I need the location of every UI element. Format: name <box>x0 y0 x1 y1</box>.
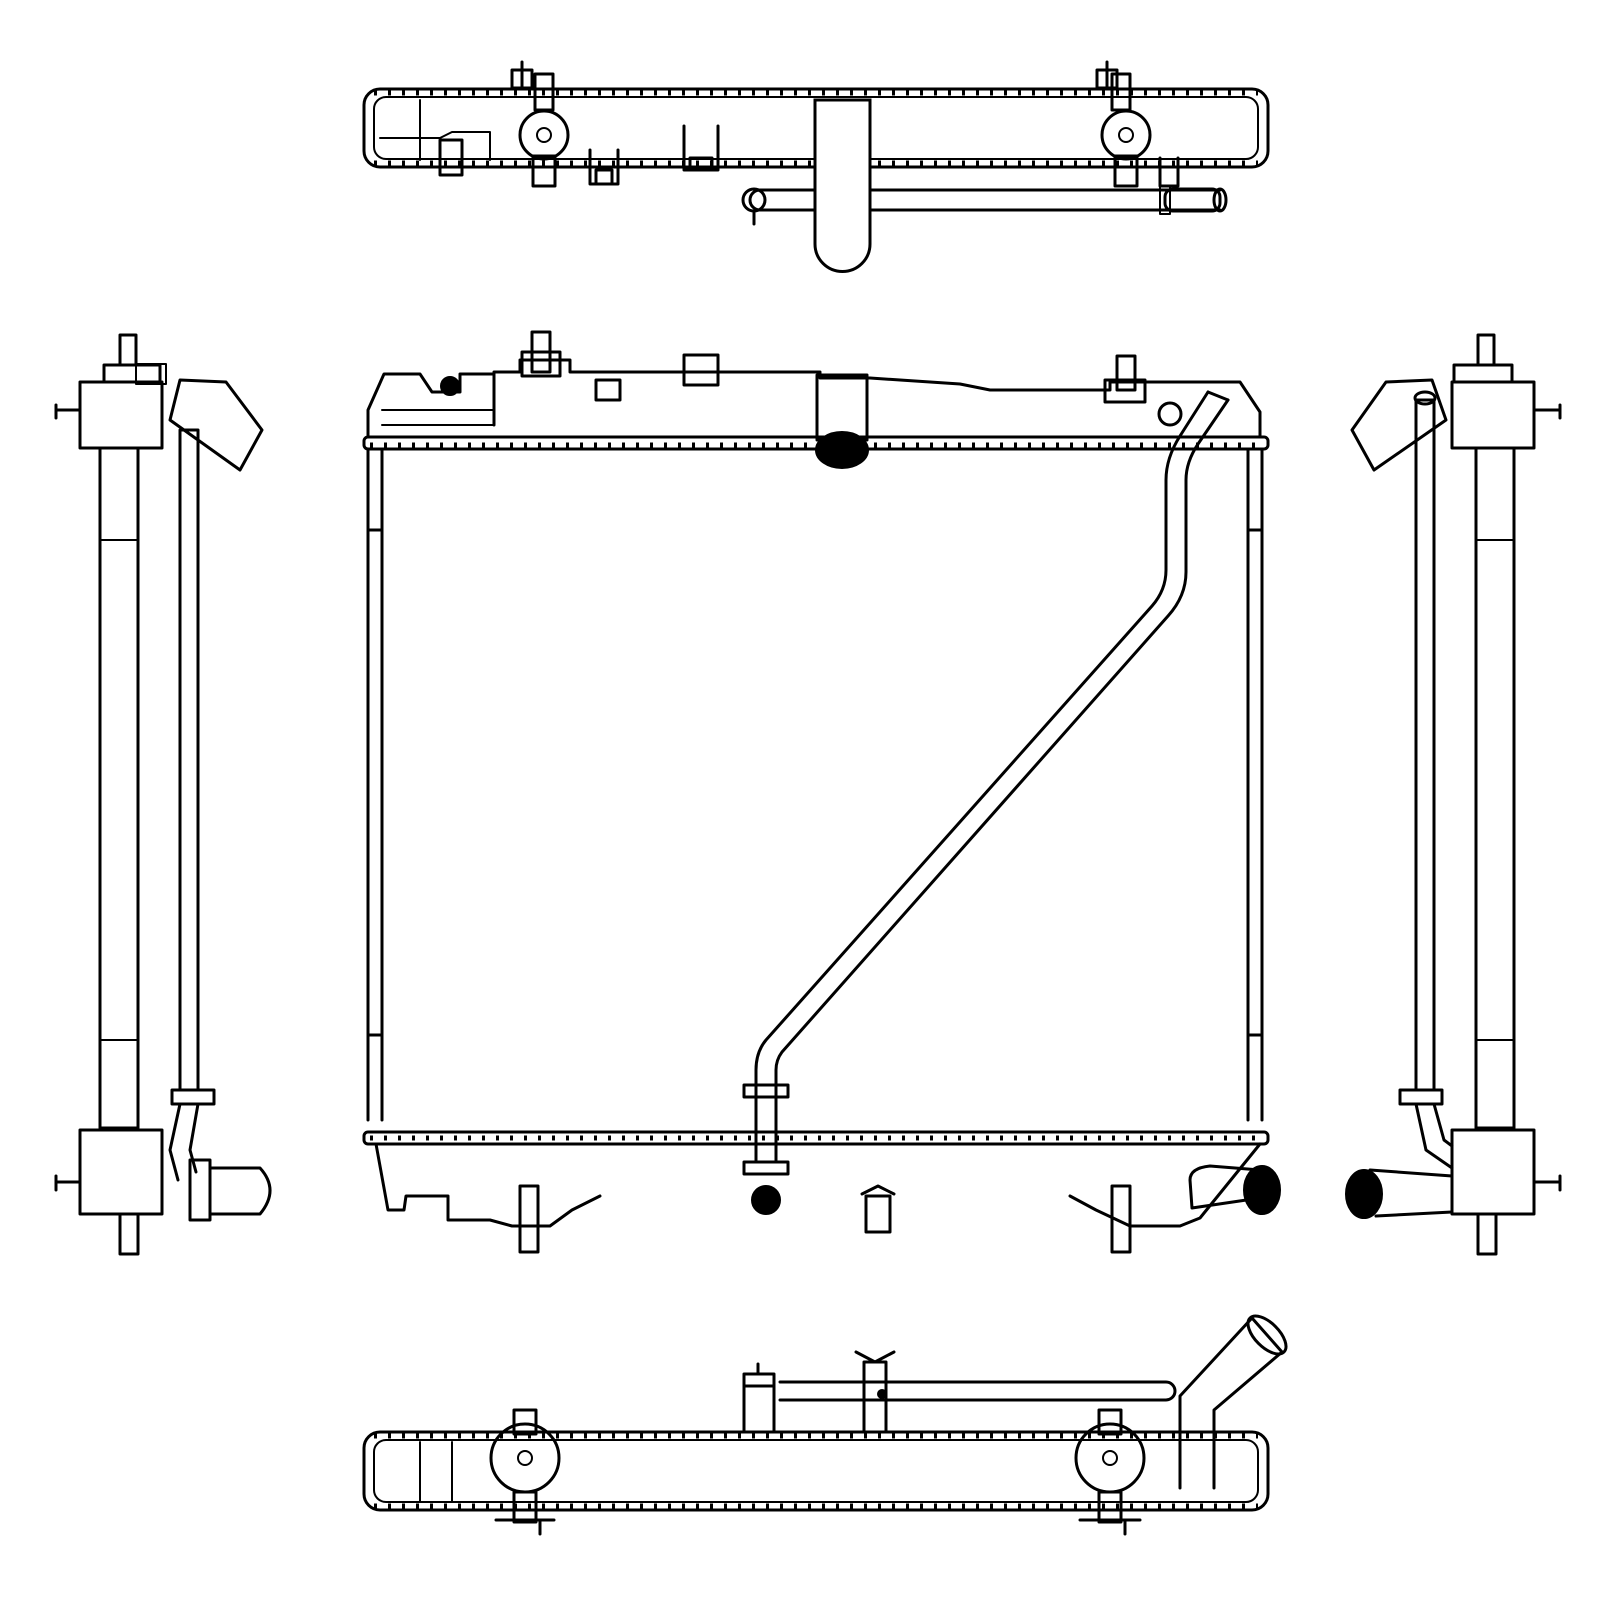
left-bottom-pipe-bend <box>168 1102 200 1182</box>
right-bottom-pin <box>1476 1212 1498 1256</box>
right-top-neck <box>1452 333 1514 384</box>
right-bottom-tank <box>1450 1128 1536 1216</box>
right-side-view <box>1345 333 1562 1256</box>
right-cooler-pipe <box>1414 398 1436 1092</box>
front-filler-neck <box>815 373 869 442</box>
front-pipe-clamp-lower <box>742 1160 790 1176</box>
right-pipe-clamp <box>1398 1088 1444 1106</box>
bottom-pipe-fitting-left <box>742 1372 776 1434</box>
left-side-view <box>54 333 272 1256</box>
front-top-bracket-1 <box>594 378 622 402</box>
front-bottom-pin-left <box>518 1184 540 1254</box>
top-tank-partition <box>379 99 491 161</box>
front-top-tank <box>366 358 1262 439</box>
front-drain-plug <box>440 376 460 396</box>
top-bracket-3 <box>1158 156 1180 188</box>
front-core-right-side <box>1246 447 1264 1122</box>
right-outlet <box>1368 1168 1454 1218</box>
left-bottom-pin <box>118 1212 140 1256</box>
front-pipe-top-fitting <box>1157 401 1183 427</box>
front-core-left-side <box>366 447 384 1122</box>
bottom-mount-right <box>1074 1408 1146 1536</box>
front-top-pin-right <box>1115 354 1137 392</box>
front-outlet-opening <box>1243 1165 1281 1215</box>
front-bottom-header <box>362 1130 1270 1146</box>
right-bottom-pipe-bend <box>1414 1102 1454 1170</box>
top-view <box>362 60 1270 273</box>
top-filler-neck <box>813 98 872 273</box>
bottom-mount-left <box>489 1408 561 1536</box>
front-bottom-pin-right <box>1110 1184 1132 1254</box>
left-cooler-pipe <box>178 428 200 1092</box>
front-top-bracket-2 <box>682 353 720 387</box>
top-drain-boss <box>438 138 464 177</box>
bottom-outlet-opening <box>1246 1314 1288 1356</box>
left-outlet <box>208 1166 272 1216</box>
right-top-tank <box>1450 380 1536 450</box>
top-mount-right <box>1095 60 1152 188</box>
right-core <box>1474 446 1516 1130</box>
left-pipe-clamp <box>170 1088 216 1106</box>
left-core <box>98 446 140 1130</box>
front-pipe-top-end <box>1206 390 1230 402</box>
left-top-neck <box>102 333 162 384</box>
top-pipe-end <box>1163 187 1222 213</box>
bottom-tank-inner <box>373 1439 1259 1503</box>
bottom-cooler-pipe <box>778 1380 1177 1402</box>
front-view <box>362 330 1281 1254</box>
front-top-tank-ledge <box>381 409 495 426</box>
front-outlet-pipe <box>1188 1164 1262 1210</box>
bottom-tank-partition <box>419 1441 453 1503</box>
left-bottom-tank <box>78 1128 164 1216</box>
front-pipe-clamp-upper <box>742 1083 790 1099</box>
bottom-view <box>362 1314 1288 1536</box>
front-top-tab-left <box>520 350 562 378</box>
top-mount-left <box>510 60 570 188</box>
bottom-tank-outline <box>362 1430 1270 1512</box>
right-filler-angled <box>1350 378 1448 472</box>
right-outlet-opening <box>1345 1169 1383 1219</box>
top-bracket-1 <box>588 148 620 186</box>
bottom-outlet-pipe <box>1178 1316 1284 1490</box>
top-bracket-2 <box>682 124 720 172</box>
front-top-tab-right <box>1103 378 1147 404</box>
front-pipe-bottom-fitting <box>751 1185 781 1215</box>
left-filler-angled <box>168 378 264 472</box>
front-drain-valve <box>860 1184 896 1234</box>
front-cooler-pipe <box>754 390 1230 1162</box>
left-top-tank <box>78 380 164 450</box>
